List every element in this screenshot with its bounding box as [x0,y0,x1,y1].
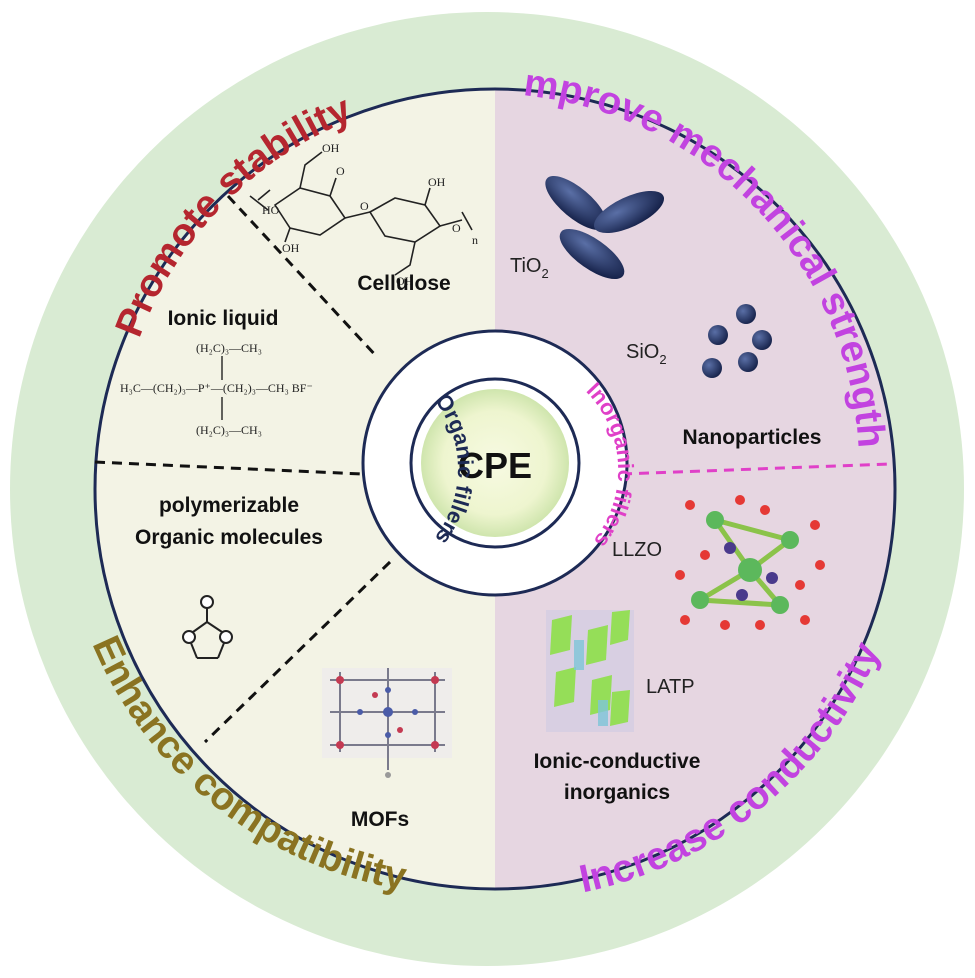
cellulose-atoms: OH O HO OH O OH OH O n [262,141,478,288]
cellulose-label: Cellulose [357,272,450,295]
svg-text:(H₂C)₃—CH₃: (H₂C)₃—CH₃ [196,423,262,437]
svg-text:O: O [360,199,369,213]
center-disc [421,389,569,537]
svg-text:OH: OH [428,175,446,189]
svg-text:OH: OH [282,241,300,255]
svg-text:O: O [452,221,461,235]
mofs-label: MOFs [351,808,409,831]
tio2-label: TiO2 [510,255,549,281]
carbonate-ring-icon [182,595,233,659]
divider-polymer-mofs [203,560,392,744]
tio2-particles-icon [545,176,665,280]
latp-crystal-icon [546,610,634,732]
sio2-label: SiO2 [626,341,667,367]
svg-text:H₃C—(CH₂)₃—P⁺—(CH₂)₃—CH₃ BF⁻: H₃C—(CH₂)₃—P⁺—(CH₂)₃—CH₃ BF⁻ [120,381,313,395]
center-label: CPE [458,445,532,486]
svg-text:OH: OH [322,141,340,155]
polymerizable-label-line1: polymerizable [159,494,299,517]
ionic-conductive-label-line2: inorganics [564,781,670,804]
ionic-liquid-label: Ionic liquid [168,307,279,330]
polymerizable-label-line2: Organic molecules [135,526,323,549]
llzo-label: LLZO [612,539,662,561]
svg-text:OH: OH [396,274,414,288]
svg-text:O: O [336,164,345,178]
svg-text:HO: HO [262,203,280,217]
divider-cellulose-ionic [226,194,380,360]
svg-text:(H₂C)₃—CH₃: (H₂C)₃—CH₃ [196,341,262,355]
divider-ionic-polymer [94,460,363,476]
cellulose-structure-icon [249,151,473,276]
inner-disc-border [93,87,897,891]
latp-label: LATP [646,676,695,698]
llzo-crystal-icon [675,495,825,630]
ionic-liquid-structure-icon: (H₂C)₃—CH₃ H₃C—(CH₂)₃—P⁺—(CH₂)₃—CH₃ BF⁻ … [120,341,313,437]
svg-text:n: n [472,233,478,247]
ionic-conductive-label-line1: Ionic-conductive [534,750,701,773]
sio2-particles-icon [702,304,772,378]
divider-nano-llzo [621,462,891,476]
nanoparticles-label: Nanoparticles [683,426,822,449]
mof-structure-icon [322,668,452,778]
